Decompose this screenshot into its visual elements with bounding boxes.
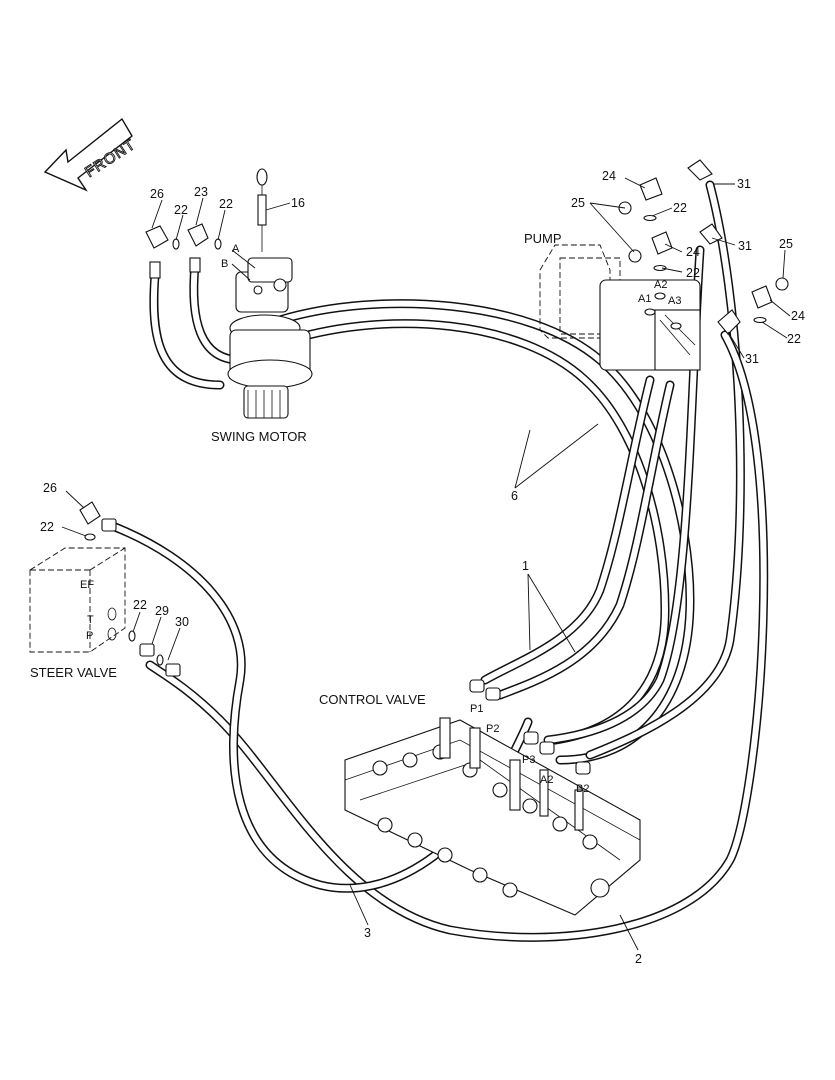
- pump-label: PUMP: [524, 231, 562, 246]
- callout-24-top: 24: [602, 169, 616, 183]
- steer-valve-label: STEER VALVE: [30, 665, 117, 680]
- callout-22-motor-a: 22: [219, 197, 233, 211]
- callout-25-pump: 25: [571, 196, 585, 210]
- callout-16: 16: [291, 196, 305, 210]
- callout-31-top: 31: [737, 177, 751, 191]
- dipstick: [256, 168, 268, 252]
- callout-26-steer: 26: [43, 481, 57, 495]
- port-pump-a3: A3: [668, 295, 681, 307]
- port-pump-a1: A1: [638, 293, 651, 305]
- callout-30: 30: [175, 615, 189, 629]
- callout-29: 29: [155, 604, 169, 618]
- port-pump-a2: A2: [654, 279, 667, 291]
- port-motor-b: B: [221, 258, 228, 270]
- port-valve-p3: P3: [522, 754, 535, 766]
- callout-22-steer-p: 22: [133, 598, 147, 612]
- port-valve-b2: B2: [576, 783, 589, 795]
- port-valve-p2: P2: [486, 723, 499, 735]
- port-steer-p: P: [86, 630, 93, 642]
- callout-31-mid: 31: [738, 239, 752, 253]
- callout-31-bottom: 31: [745, 352, 759, 366]
- control-valve-label: CONTROL VALVE: [319, 692, 426, 707]
- callout-25-right: 25: [779, 237, 793, 251]
- callout-23: 23: [194, 185, 208, 199]
- motor-fittings: [145, 223, 222, 279]
- port-steer-t: T: [87, 614, 94, 626]
- control-valve: [344, 679, 641, 916]
- callout-22-pump-mid: 22: [686, 266, 700, 280]
- swing-motor-label: SWING MOTOR: [211, 429, 307, 444]
- callout-26-motor: 26: [150, 187, 164, 201]
- callout-24-mid: 24: [686, 245, 700, 259]
- port-steer-ef: EF: [80, 579, 94, 591]
- swing-motor: [227, 257, 313, 419]
- callout-24-right: 24: [791, 309, 805, 323]
- callout-22-pump-top: 22: [673, 201, 687, 215]
- callout-22-motor-b: 22: [174, 203, 188, 217]
- callout-1: 1: [522, 559, 529, 573]
- steer-valve: [29, 501, 181, 677]
- front-arrow-icon: FRONT: [43, 117, 139, 192]
- leader-lines: [61, 177, 791, 951]
- callout-2: 2: [635, 952, 642, 966]
- callout-3: 3: [364, 926, 371, 940]
- callout-22-steer-top: 22: [40, 520, 54, 534]
- pump-fittings: [618, 159, 789, 335]
- pump: [539, 244, 701, 371]
- port-valve-a2: A2: [540, 774, 553, 786]
- port-valve-p1: P1: [470, 703, 483, 715]
- callout-6: 6: [511, 489, 518, 503]
- callout-22-right: 22: [787, 332, 801, 346]
- port-motor-a: A: [232, 243, 240, 255]
